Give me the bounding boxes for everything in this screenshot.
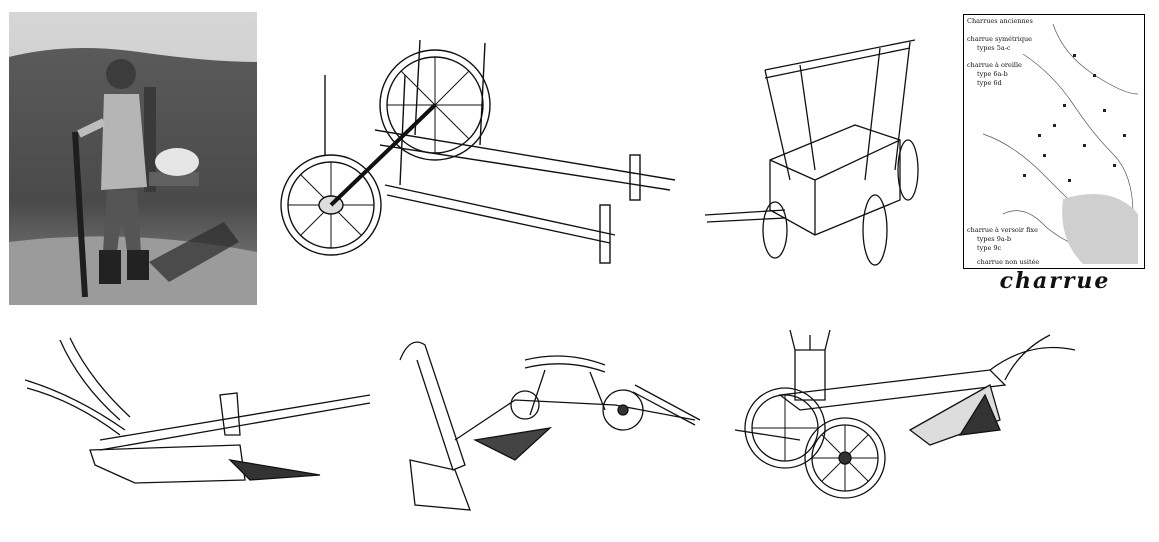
caption-charrue: charrue (999, 268, 1111, 294)
map: Charrues anciennes charrue symétrique ty… (963, 14, 1145, 269)
plough-drawing-1 (25, 335, 375, 490)
wheeled-plough-drawing (730, 330, 1080, 510)
plough-drawing-2 (395, 330, 705, 515)
legend-7: types 9a-b (977, 235, 1011, 243)
map-title: Charrues anciennes (967, 17, 1033, 25)
cart-drawing (275, 35, 680, 270)
photo-boy-with-hotte (9, 12, 257, 305)
wagon-drawing (705, 30, 935, 270)
legend-5: type 6d (977, 79, 1002, 87)
legend-4: type 6a-b (977, 70, 1008, 78)
legend-8: type 9c (977, 244, 1001, 252)
legend-1: charrue symétrique (967, 35, 1032, 43)
legend-9: charrue non usitée (977, 258, 1039, 266)
legend-6: charrue à versoir fixe (967, 225, 1038, 234)
legend-2: types 5a-c (977, 44, 1011, 52)
legend-3: charrue à oreille (967, 60, 1022, 69)
